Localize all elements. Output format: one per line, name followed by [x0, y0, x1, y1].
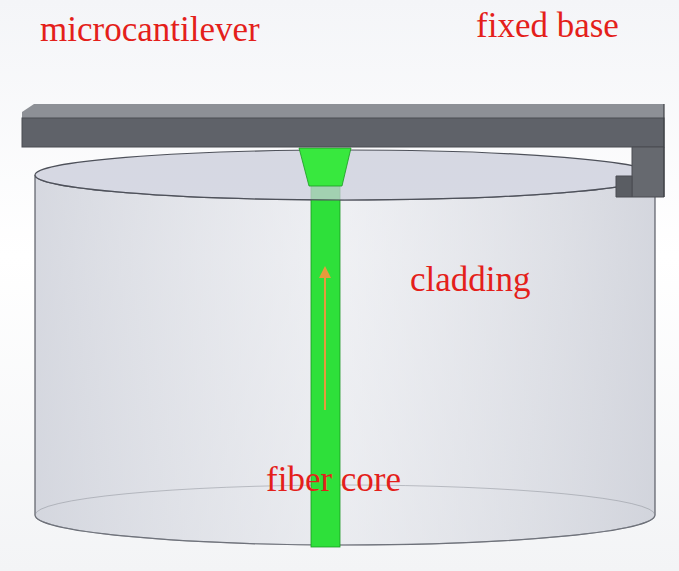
cantilever-top [22, 104, 664, 118]
part-label: fiber core [266, 462, 401, 497]
light-arrow [324, 272, 326, 410]
part-label: microcantilever [40, 12, 260, 47]
cladding-body [35, 175, 655, 545]
part-label: fixed base [476, 8, 619, 43]
fixed-base [632, 147, 664, 197]
fixed-base-foot [616, 176, 632, 197]
microcantilever [22, 118, 664, 147]
part-label: cladding [410, 262, 531, 297]
core-tip [299, 148, 351, 186]
